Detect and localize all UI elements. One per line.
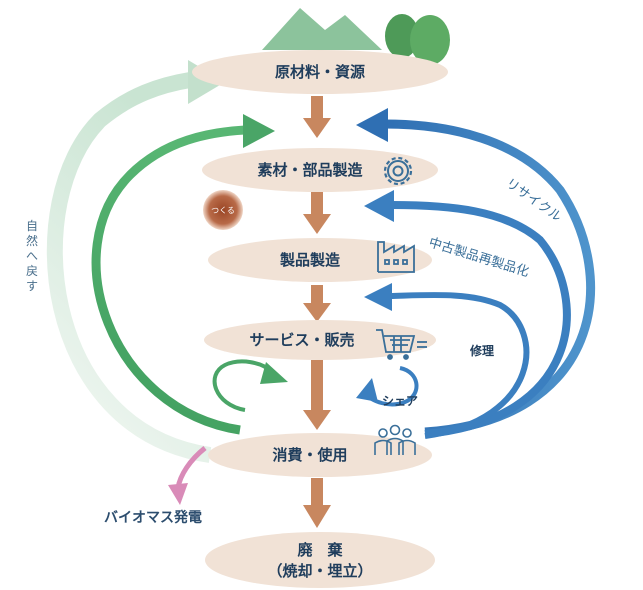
factory-icon <box>377 241 415 273</box>
stage-materials-parts-label: 素材・部品製造 <box>257 161 362 179</box>
return-to-nature-char-3: へ <box>26 249 38 263</box>
down-arrow-3 <box>303 285 331 322</box>
stage-consumption-use-label: 消費・使用 <box>272 446 347 464</box>
down-arrow-2 <box>303 192 331 234</box>
stage-materials-parts: 素材・部品製造 <box>202 148 438 192</box>
stage-product-manufacturing: 製品製造 <box>208 238 432 282</box>
green-small-loop-arrow <box>212 359 288 412</box>
people-icon <box>374 424 416 455</box>
stage-raw-materials-label: 原材料・資源 <box>275 63 365 81</box>
return-to-nature-char-2: 然 <box>26 233 38 248</box>
down-arrow-1 <box>303 96 331 138</box>
make-badge: つくる <box>203 190 243 230</box>
stage-service-sales-label: サービス・販売 <box>249 331 354 349</box>
gear-icon <box>383 156 413 186</box>
return-to-nature-char-4: 戻 <box>26 264 38 278</box>
green-loop-arrow <box>91 114 275 435</box>
return-to-nature-char-5: す <box>26 279 38 293</box>
down-arrows <box>303 96 331 528</box>
biomass-label: バイオマス発電 <box>104 509 202 526</box>
down-arrow-5 <box>303 478 331 528</box>
biomass-arrow <box>168 446 207 505</box>
make-badge-label: つくる <box>211 206 235 215</box>
stage-raw-materials: 原材料・資源 <box>192 50 448 94</box>
return-to-nature-char-1: 自 <box>26 219 38 233</box>
share-loop-arrow <box>356 366 419 407</box>
recycle-arrow <box>356 108 596 437</box>
repair-arrow <box>364 283 530 439</box>
return-to-nature-label: 自 然 へ 戻 す <box>26 219 38 293</box>
shopping-cart-icon <box>376 329 427 360</box>
stage-disposal: 廃 棄 （焼却・埋立） <box>205 532 435 588</box>
remanufacture-label: 中古製品再製品化 <box>427 235 531 280</box>
stage-product-manufacturing-label: 製品製造 <box>279 251 340 269</box>
down-arrow-4 <box>303 360 331 430</box>
share-label: シェア <box>382 394 418 408</box>
return-to-nature-arrow <box>46 60 225 463</box>
stage-consumption-use: 消費・使用 <box>208 433 432 477</box>
stage-disposal-label: 廃 棄 <box>297 541 343 559</box>
stage-disposal-sublabel: （焼却・埋立） <box>267 562 372 580</box>
remanufacture-arrow <box>364 190 571 438</box>
repair-label: 修理 <box>469 343 494 358</box>
mountain-icon <box>262 8 382 50</box>
